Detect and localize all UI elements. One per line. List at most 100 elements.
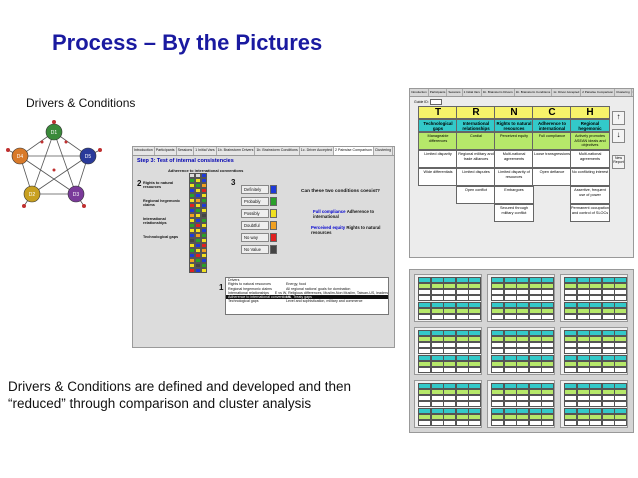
matrix-cell[interactable] [418,186,458,204]
comparison-cell[interactable] [189,173,195,178]
comparison-cell[interactable] [189,213,195,218]
comparison-cell[interactable] [195,228,201,233]
comparison-cell[interactable] [195,173,201,178]
comparison-cell[interactable] [201,218,207,223]
tab-clustering[interactable]: Clustering [616,89,632,96]
comparison-color-grid[interactable] [189,173,207,273]
option-probably[interactable]: Probably [241,197,269,206]
comparison-cell[interactable] [201,228,207,233]
matrix-cell[interactable]: Limited disparity of resources [494,168,534,186]
comparison-cell[interactable] [201,253,207,258]
matrix-cell[interactable]: Multi-national agreements [570,150,610,168]
matrix-cell[interactable]: Open defiance [532,168,572,186]
comparison-cell[interactable] [195,188,201,193]
tab-clustering[interactable]: Clustering [373,147,394,155]
comparison-cell[interactable] [195,268,201,273]
comparison-cell[interactable] [195,253,201,258]
comparison-cell[interactable] [195,233,201,238]
comparison-cell[interactable] [201,243,207,248]
guide-id-field[interactable]: Guide ID: [414,99,442,105]
move-up-button[interactable]: ↑ [612,111,625,125]
comparison-cell[interactable] [189,203,195,208]
comparison-cell[interactable] [189,178,195,183]
comparison-cell[interactable] [195,218,201,223]
comparison-cell[interactable] [201,233,207,238]
comparison-cell[interactable] [201,173,207,178]
comparison-cell[interactable] [189,188,195,193]
matrix-cell[interactable]: Embargoes [494,186,534,204]
matrix-cell[interactable] [532,186,572,204]
comparison-cell[interactable] [201,203,207,208]
comparison-cell[interactable] [201,248,207,253]
matrix-cell[interactable]: Perceived equity [494,132,534,150]
comparison-cell[interactable] [189,228,195,233]
matrix-cell[interactable]: Permanent occupation and control of SLOC… [570,204,610,222]
move-down-button[interactable]: ↓ [612,129,625,143]
tab-1b-brainstorm-drivers[interactable]: 1b. Brainstorm Drivers [216,147,256,155]
comparison-cell[interactable] [189,238,195,243]
tab-1b-brainstorm-drivers[interactable]: 1b. Brainstorm Drivers [482,89,515,96]
tab-participants[interactable]: Participants [154,147,177,155]
comparison-cell[interactable] [189,218,195,223]
comparison-cell[interactable] [189,263,195,268]
matrix-cell[interactable] [418,204,458,222]
tab-1b-brainstorm-conditions[interactable]: 1b. Brainstorm Conditions [255,147,300,155]
comparison-cell[interactable] [201,263,207,268]
comparison-cell[interactable] [195,183,201,188]
tab-2-pairwise-comparison[interactable]: 2 Pairwise Comparison [582,89,616,96]
matrix-cell[interactable]: No conflicting interest [570,168,610,186]
comparison-cell[interactable] [195,248,201,253]
comparison-cell[interactable] [189,258,195,263]
matrix-cell[interactable]: Manageable differences [418,132,458,150]
tab-2-pairwise-comparison[interactable]: 2 Pairwise Comparison [333,147,374,155]
matrix-cell[interactable] [456,204,496,222]
matrix-cell[interactable]: Regional military and trade alliances [456,150,496,168]
comparison-cell[interactable] [195,178,201,183]
comparison-cell[interactable] [189,248,195,253]
tab-introduction[interactable]: Introduction [411,89,429,96]
comparison-cell[interactable] [189,233,195,238]
option-possibly[interactable]: Possibly [241,209,269,218]
comparison-cell[interactable] [195,263,201,268]
comparison-cell[interactable] [201,223,207,228]
matrix-cell[interactable]: Multi-national agreements [494,150,534,168]
matrix-cell[interactable]: Wide differentials [418,168,458,186]
comparison-cell[interactable] [189,193,195,198]
comparison-cell[interactable] [201,208,207,213]
comparison-cell[interactable] [189,268,195,273]
matrix-cell[interactable]: Full compliance [532,132,572,150]
comparison-cell[interactable] [189,253,195,258]
matrix-cell[interactable]: Cordial [456,132,496,150]
comparison-cell[interactable] [189,198,195,203]
comparison-cell[interactable] [201,268,207,273]
tab-sessions[interactable]: Sessions [176,147,195,155]
tab-sessions[interactable]: Sessions [448,89,463,96]
comparison-cell[interactable] [201,178,207,183]
matrix-cell[interactable]: Limited disputes [456,168,496,186]
comparison-cell[interactable] [195,203,201,208]
comparison-cell[interactable] [195,223,201,228]
comparison-cell[interactable] [189,183,195,188]
comparison-cell[interactable] [201,183,207,188]
matrix-cell[interactable]: Assertive, frequent use of power [570,186,610,204]
option-definitely[interactable]: Definitely [241,185,269,194]
comparison-cell[interactable] [189,243,195,248]
tab-cluster-results[interactable]: Cluster Results [393,147,394,155]
comparison-cell[interactable] [195,243,201,248]
tab-1-initial-vars[interactable]: 1 Initial Vars [194,147,217,155]
comparison-cell[interactable] [201,213,207,218]
comparison-cell[interactable] [189,223,195,228]
tab-1-initial-vars[interactable]: 1 Initial Vars [463,89,482,96]
tab-participants[interactable]: Participants [429,89,448,96]
comparison-cell[interactable] [195,238,201,243]
matrix-cell[interactable]: Actively promotes ASEAN ideals and objec… [570,132,610,150]
tab-cluster-results[interactable]: Cluster Results [632,89,634,96]
comparison-cell[interactable] [201,258,207,263]
comparison-cell[interactable] [195,208,201,213]
